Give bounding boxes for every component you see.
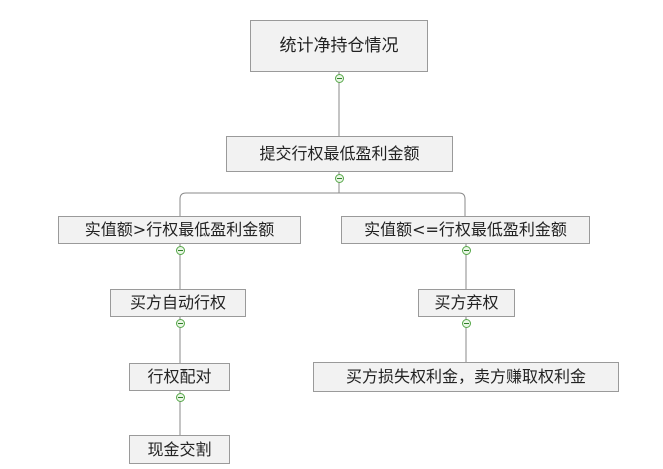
node-cash-settlement-label: 现金交割 bbox=[147, 439, 212, 459]
node-buyer-abandon-label: 买方弃权 bbox=[434, 293, 499, 312]
node-buyer-abandon[interactable]: 买方弃权 bbox=[418, 289, 515, 317]
collapse-toggle-root-icon[interactable] bbox=[335, 74, 344, 83]
collapse-toggle-submit-icon[interactable] bbox=[335, 174, 344, 183]
node-left-condition[interactable]: 实值额>行权最低盈利金额 bbox=[58, 216, 301, 244]
node-root-label: 统计净持仓情况 bbox=[279, 35, 399, 56]
node-exercise-matching[interactable]: 行权配对 bbox=[129, 363, 230, 391]
node-right-condition-label: 实值额<=行权最低盈利金额 bbox=[364, 220, 567, 239]
connector-branch-bar bbox=[179, 192, 466, 216]
collapse-toggle-left-condition-icon[interactable] bbox=[176, 246, 185, 255]
node-cash-settlement[interactable]: 现金交割 bbox=[129, 435, 230, 464]
node-left-condition-label: 实值额>行权最低盈利金额 bbox=[84, 220, 275, 239]
collapse-toggle-right-condition-icon[interactable] bbox=[462, 246, 471, 255]
node-premium-outcome-label: 买方损失权利金，卖方赚取权利金 bbox=[345, 367, 586, 386]
collapse-toggle-matching-icon[interactable] bbox=[176, 393, 185, 402]
node-right-condition[interactable]: 实值额<=行权最低盈利金额 bbox=[341, 216, 590, 244]
node-submit-min-profit-label: 提交行权最低盈利金额 bbox=[259, 144, 420, 163]
node-submit-min-profit[interactable]: 提交行权最低盈利金额 bbox=[226, 136, 453, 172]
collapse-toggle-auto-exercise-icon[interactable] bbox=[176, 319, 185, 328]
collapse-toggle-abandon-icon[interactable] bbox=[462, 319, 471, 328]
node-buyer-auto-exercise[interactable]: 买方自动行权 bbox=[110, 289, 246, 317]
node-buyer-auto-exercise-label: 买方自动行权 bbox=[129, 293, 226, 312]
node-premium-outcome[interactable]: 买方损失权利金，卖方赚取权利金 bbox=[313, 362, 619, 392]
node-exercise-matching-label: 行权配对 bbox=[147, 367, 212, 386]
node-root[interactable]: 统计净持仓情况 bbox=[250, 20, 428, 72]
